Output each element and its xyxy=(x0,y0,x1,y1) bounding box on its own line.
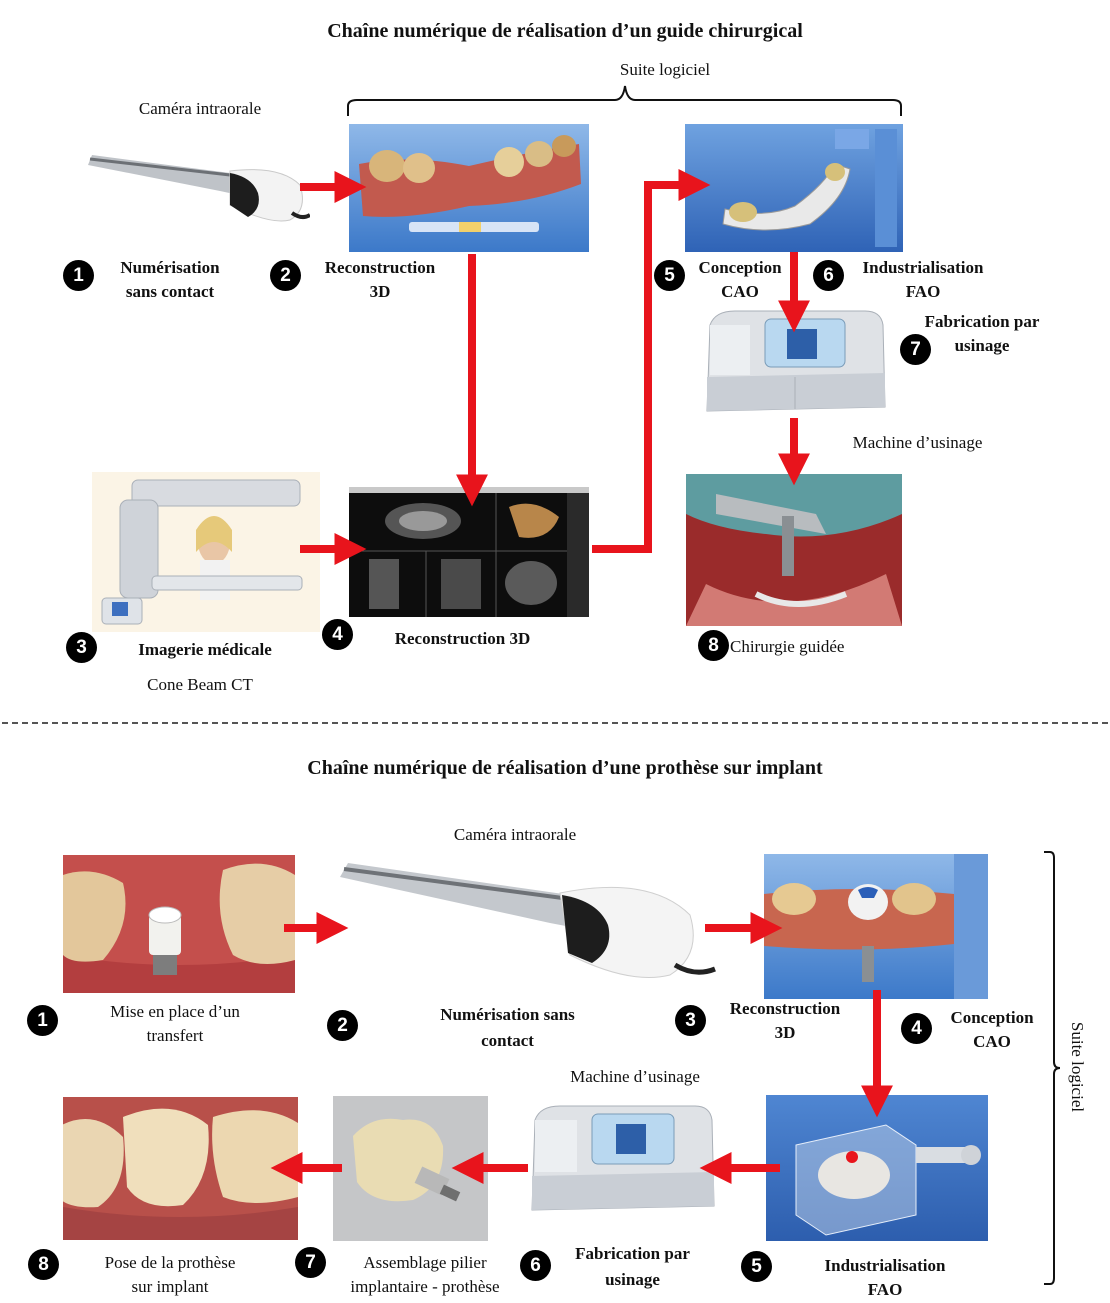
top-step-8-badge: 8 xyxy=(698,630,729,661)
bottom-step-3-line2: 3D xyxy=(710,1021,860,1045)
bottom-step-1-line2: transfert xyxy=(80,1024,270,1048)
top-step-7-line1: Fabrication par xyxy=(912,310,1052,334)
bottom-step-2-label: Numérisation sans contact xyxy=(405,1002,610,1054)
bottom-suite-logiciel-label: Suite logiciel xyxy=(1065,1002,1089,1132)
bottom-step-6-label: Fabrication par usinage xyxy=(555,1241,710,1293)
top-step-4-label: Reconstruction 3D xyxy=(370,627,555,651)
top-step-8-label: Chirurgie guidée xyxy=(730,635,870,659)
bottom-step-8-line1: Pose de la prothèse xyxy=(80,1251,260,1275)
bottom-assembly-photo xyxy=(333,1096,488,1241)
bottom-step-5-label: Industrialisation FAO xyxy=(800,1254,970,1302)
top-step-5-line1: Conception xyxy=(680,256,800,280)
bottom-step-6-line1: Fabrication par xyxy=(555,1241,710,1267)
top-step-1-line1: Numérisation xyxy=(95,256,245,280)
top-software-brace xyxy=(345,82,905,118)
bottom-step-5-line2: FAO xyxy=(800,1278,970,1302)
top-milling-machine-image xyxy=(695,305,890,415)
bottom-step-7-label: Assemblage pilier implantaire - prothèse xyxy=(325,1251,525,1299)
top-step-4-badge: 4 xyxy=(322,619,353,650)
bottom-camera-label: Caméra intraorale xyxy=(420,823,610,847)
top-step-2-badge: 2 xyxy=(270,260,301,291)
bottom-transfer-photo xyxy=(63,855,295,993)
top-ct-reconstruction-image xyxy=(349,487,589,617)
bottom-step-8-line2: sur implant xyxy=(80,1275,260,1299)
bottom-step-5-badge: 5 xyxy=(741,1251,772,1282)
top-step-2-line1: Reconstruction xyxy=(305,256,455,280)
bottom-software-brace xyxy=(1040,850,1062,1286)
bottom-step-2-line1: Numérisation sans xyxy=(405,1002,610,1028)
bottom-step-3-label: Reconstruction 3D xyxy=(710,997,860,1045)
bottom-step-8-badge: 8 xyxy=(28,1249,59,1280)
bottom-title: Chaîne numérique de réalisation d’une pr… xyxy=(0,757,1110,780)
top-step-7-line2: usinage xyxy=(912,334,1052,358)
top-step-5-label: Conception CAO xyxy=(680,256,800,304)
top-step-7-label: Fabrication par usinage xyxy=(912,310,1052,358)
top-step-6-line2: FAO xyxy=(848,280,998,304)
bottom-step-2-line2: contact xyxy=(405,1028,610,1054)
bottom-step-3-badge: 3 xyxy=(675,1005,706,1036)
bottom-final-prosthesis-photo xyxy=(63,1097,298,1240)
bottom-reconstruction-3d-image xyxy=(764,854,988,999)
arrow-top-4-to-5 xyxy=(592,185,696,549)
top-step-2-line2: 3D xyxy=(305,280,455,304)
bottom-step-7-line2: implantaire - prothèse xyxy=(325,1275,525,1299)
top-step-1-badge: 1 xyxy=(63,260,94,291)
bottom-step-7-line1: Assemblage pilier xyxy=(325,1251,525,1275)
bottom-step-8-label: Pose de la prothèse sur implant xyxy=(80,1251,260,1299)
top-title: Chaîne numérique de réalisation d’un gui… xyxy=(0,20,1110,43)
bottom-milling-machine-image xyxy=(520,1100,720,1215)
top-conception-cao-image xyxy=(685,124,903,252)
top-camera-label: Caméra intraorale xyxy=(105,97,295,121)
bottom-machine-label: Machine d’usinage xyxy=(545,1065,725,1089)
bottom-step-6-line2: usinage xyxy=(555,1267,710,1293)
top-machine-label: Machine d’usinage xyxy=(830,431,1005,455)
bottom-step-6-badge: 6 xyxy=(520,1250,551,1281)
bottom-intraoral-camera-image xyxy=(330,845,720,995)
top-step-3-label: Imagerie médicale xyxy=(115,638,295,662)
bottom-step-2-badge: 2 xyxy=(327,1010,358,1041)
top-step-6-badge: 6 xyxy=(813,260,844,291)
bottom-fao-image xyxy=(766,1095,988,1241)
top-surgery-photo xyxy=(686,474,902,626)
top-reconstruction-3d-image xyxy=(349,124,589,252)
top-step-5-badge: 5 xyxy=(654,260,685,291)
section-divider xyxy=(2,722,1108,724)
bottom-step-3-line1: Reconstruction xyxy=(710,997,860,1021)
top-step-1-line2: sans contact xyxy=(95,280,245,304)
bottom-step-7-badge: 7 xyxy=(295,1247,326,1278)
top-intraoral-camera-image xyxy=(80,125,310,235)
top-step-3-badge: 3 xyxy=(66,632,97,663)
top-step-6-label: Industrialisation FAO xyxy=(848,256,998,304)
top-cone-beam-label: Cone Beam CT xyxy=(120,673,280,697)
bottom-step-1-badge: 1 xyxy=(27,1005,58,1036)
top-step-6-line1: Industrialisation xyxy=(848,256,998,280)
bottom-step-1-label: Mise en place d’un transfert xyxy=(80,1000,270,1048)
top-step-2-label: Reconstruction 3D xyxy=(305,256,455,304)
top-step-5-line2: CAO xyxy=(680,280,800,304)
bottom-step-4-line1: Conception xyxy=(932,1006,1052,1030)
bottom-step-1-line1: Mise en place d’un xyxy=(80,1000,270,1024)
bottom-step-5-line1: Industrialisation xyxy=(800,1254,970,1278)
top-suite-logiciel-label: Suite logiciel xyxy=(570,58,760,82)
bottom-step-4-line2: CAO xyxy=(932,1030,1052,1054)
top-step-1-label: Numérisation sans contact xyxy=(95,256,245,304)
top-cbct-scanner-image xyxy=(92,472,320,632)
bottom-step-4-badge: 4 xyxy=(901,1013,932,1044)
top-step-7-badge: 7 xyxy=(900,334,931,365)
bottom-step-4-label: Conception CAO xyxy=(932,1006,1052,1054)
